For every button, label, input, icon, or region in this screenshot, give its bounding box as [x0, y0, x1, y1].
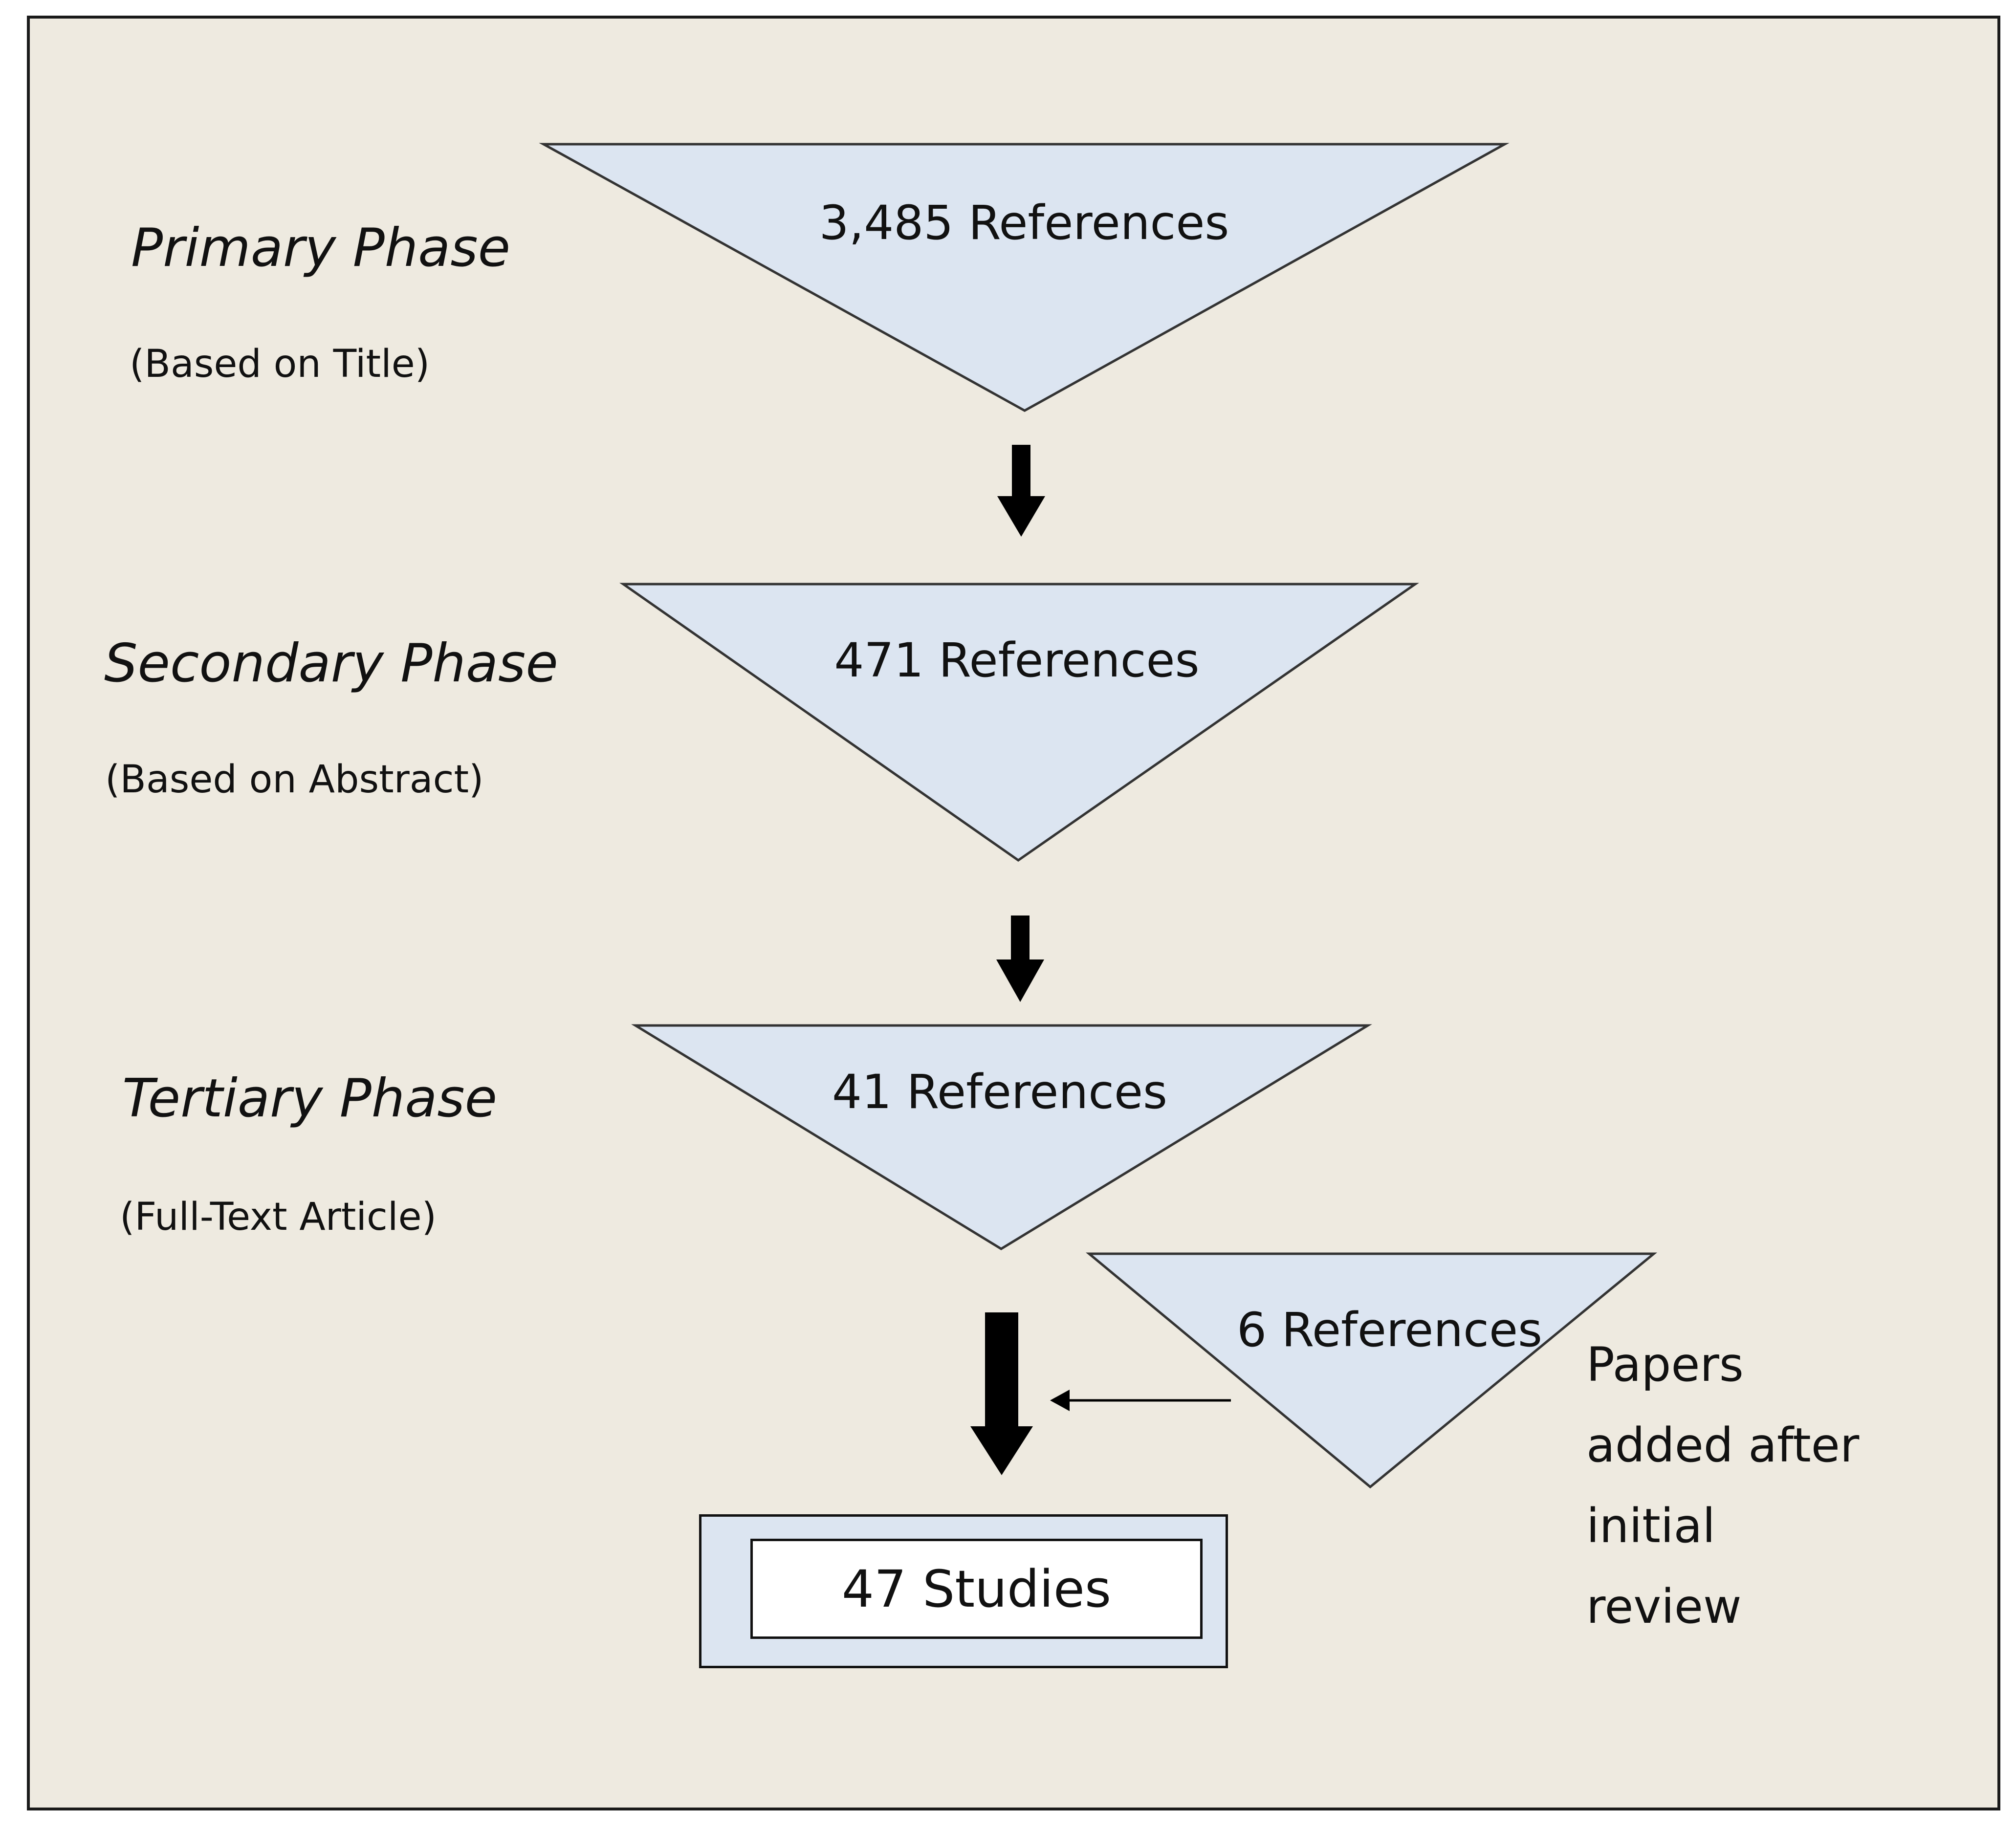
arrow-down-icon: [997, 445, 1045, 537]
primary-phase-label: Primary Phase: [131, 218, 511, 279]
secondary-phase-label: Secondary Phase: [104, 633, 558, 694]
arrow-down-icon: [996, 916, 1044, 1002]
note-line: review: [1586, 1579, 1742, 1634]
primary-funnel-triangle: [539, 143, 1510, 412]
note-line: initial: [1586, 1499, 1715, 1553]
note-line: Papers: [1586, 1337, 1744, 1392]
added-references-triangle: [1086, 1252, 1657, 1489]
secondary-count-label: 471 References: [834, 633, 1200, 688]
added-count-label: 6 References: [1237, 1303, 1543, 1357]
tertiary-funnel-triangle: [631, 1024, 1372, 1250]
tertiary-phase-label: Tertiary Phase: [122, 1068, 498, 1129]
secondary-funnel-triangle: [619, 583, 1419, 862]
result-label: 47 Studies: [841, 1559, 1112, 1619]
tertiary-count-label: 41 References: [832, 1065, 1168, 1119]
note-line: added after: [1586, 1418, 1860, 1473]
result-box: 47 Studies: [750, 1539, 1203, 1639]
arrow-left-icon: [1050, 1390, 1231, 1411]
secondary-phase-basis: (Based on Abstract): [105, 758, 484, 802]
arrow-down-icon: [970, 1312, 1033, 1475]
primary-phase-basis: (Based on Title): [130, 342, 430, 386]
tertiary-phase-basis: (Full-Text Article): [120, 1195, 437, 1239]
primary-count-label: 3,485 References: [819, 196, 1229, 250]
added-papers-note: Papers added after initial review: [1586, 1325, 1859, 1647]
